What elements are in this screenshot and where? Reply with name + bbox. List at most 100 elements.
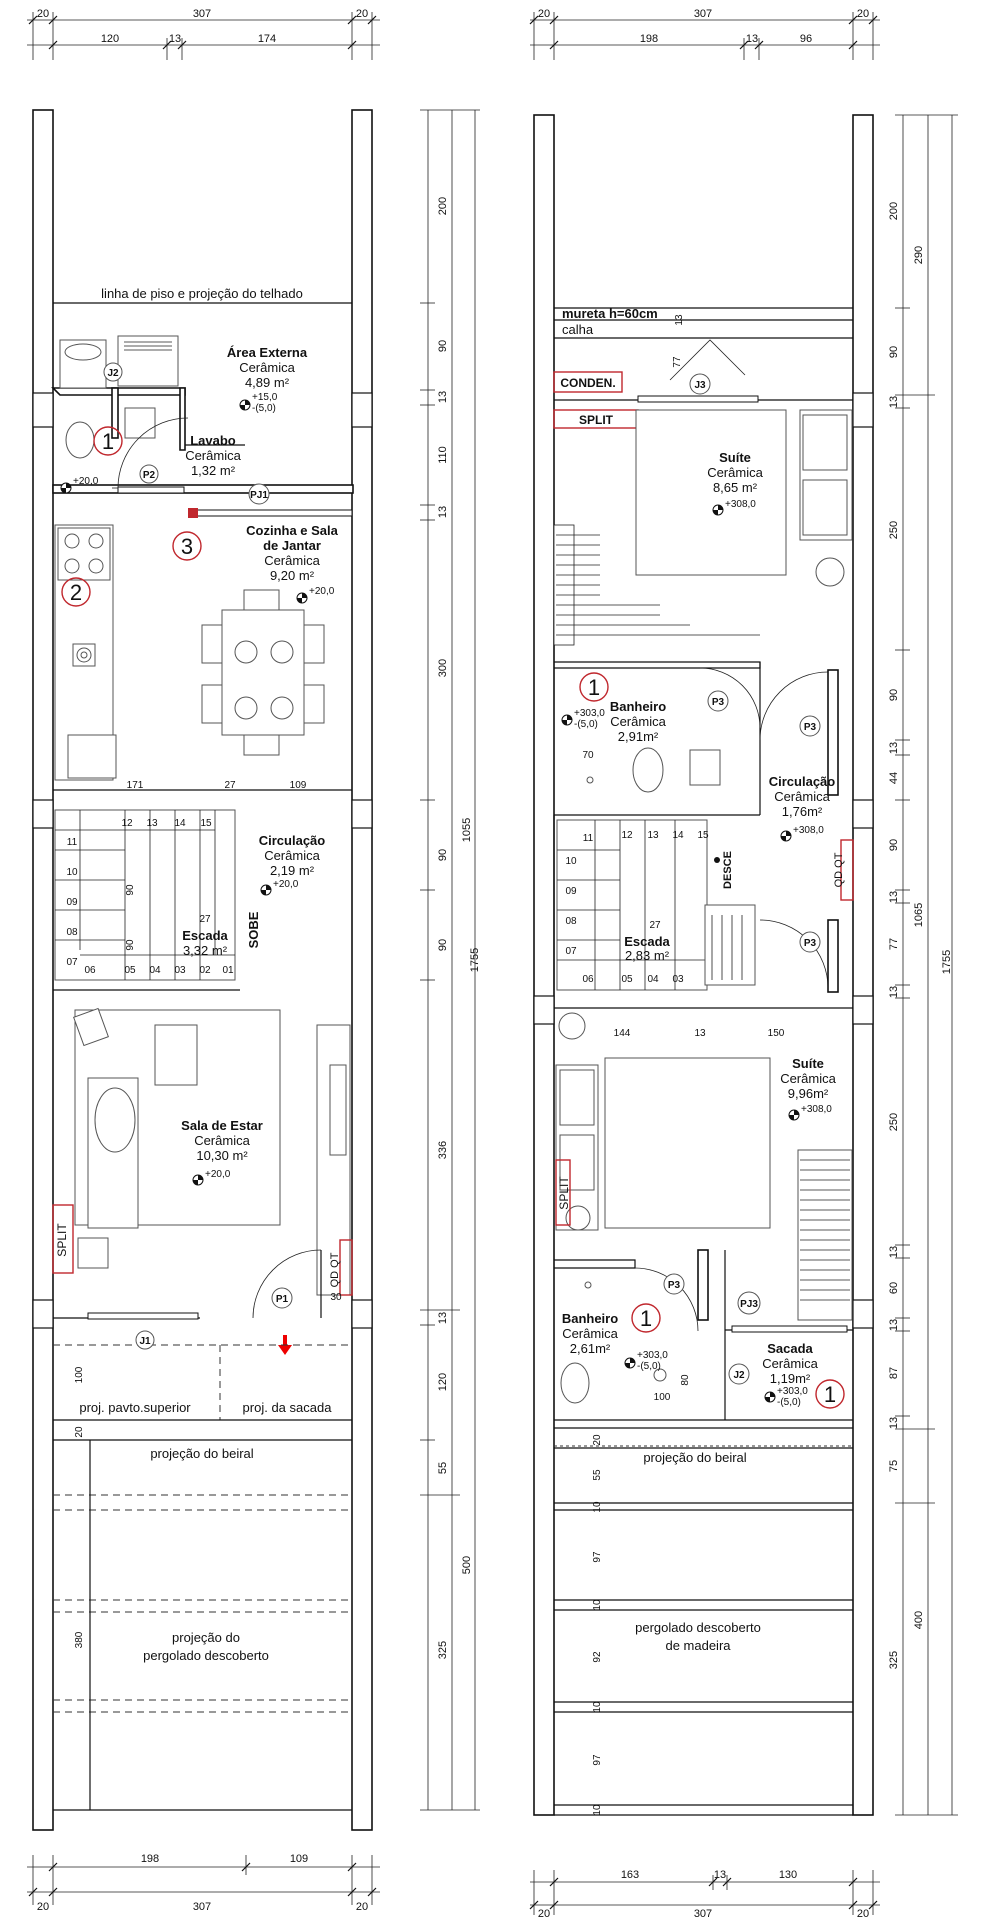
dim-label: 1065 [913,903,925,927]
svg-text:Cerâmica: Cerâmica [264,553,320,568]
right-top-dimensions [529,12,880,60]
right-vertical-dimensions [895,114,958,1816]
eave-projection-note: projeção do beiral [150,1446,253,1461]
dim-label: 13 [888,986,900,998]
dim-label: 13 [674,314,685,326]
dim-label: 1055 [461,818,473,842]
svg-text:Escada: Escada [182,928,228,943]
svg-text:+15,0: +15,0 [252,392,278,403]
left-stair-numbers: 12 13 14 15 11 10 09 08 07 06 05 04 03 0… [66,818,234,976]
stair-step: 07 [66,957,78,968]
svg-text:2,91m²: 2,91m² [618,729,659,744]
dim-label: 77 [672,356,683,368]
svg-text:Cerâmica: Cerâmica [264,848,320,863]
roof-line-note: linha de piso e projeção do telhado [101,286,303,301]
stair-dim: 90 [125,939,136,951]
door-tag: P3 [712,697,725,708]
svg-text:-(5,0): -(5,0) [637,1361,661,1372]
dim-label: 13 [714,1869,726,1881]
callout-marker: 1 [640,1306,652,1331]
svg-text:+20,0: +20,0 [309,586,335,597]
panel-label: QD QT [329,1252,341,1287]
dim-label: 163 [621,1869,639,1881]
stair-step: 09 [565,886,577,897]
door-tag: P1 [276,1294,289,1305]
svg-text:Cerâmica: Cerâmica [707,465,763,480]
dim-label: 27 [224,780,236,791]
stair-step: 04 [149,965,161,976]
dim-label: 90 [437,849,449,861]
dim-label: 44 [888,772,900,784]
door-tag: PJ1 [250,490,268,501]
pergola-note-upper-line1: pergolado descoberto [635,1620,761,1635]
balcony-projection-note: proj. da sacada [243,1400,333,1415]
svg-text:-(5,0): -(5,0) [252,403,276,414]
dim-label: 110 [437,446,449,464]
right-boundary-wall [351,109,373,1831]
dim-label: 13 [694,1028,706,1039]
dim-label: 10 [592,1804,603,1816]
dim-label: 400 [913,1611,925,1629]
upper-floor-plan: 20 307 20 198 13 96 mureta h=60cm calha … [529,8,958,1920]
gutter-note: calha [562,322,594,337]
dim-label: 20 [538,8,550,20]
dim-label: 150 [768,1028,785,1039]
dim-label: 120 [437,1373,449,1391]
door-tag: PJ3 [740,1299,758,1310]
window-tag: J3 [694,380,706,391]
stair-step: 15 [200,818,212,829]
right-bottom-dimensions [529,1870,880,1915]
dim-label: 90 [888,839,900,851]
svg-text:8,65 m²: 8,65 m² [713,480,758,495]
split-label: SPLIT [55,1223,69,1257]
dim-label: 13 [888,1246,900,1258]
panel-label-upper: QD QT [833,852,845,887]
dim-label: 198 [141,1853,159,1865]
dim-label: 97 [592,1551,603,1563]
stair-step: 14 [672,830,684,841]
condenser-marker [553,371,623,393]
dim-label: 1755 [941,950,953,974]
eave-projection-note-upper: projeção do beiral [643,1450,746,1465]
svg-text:2,61m²: 2,61m² [570,1341,611,1356]
svg-text:Cerâmica: Cerâmica [780,1071,836,1086]
dim-label: 109 [290,780,307,791]
window-tag: J2 [107,368,119,379]
dim-label: 100 [74,1366,85,1383]
window-tag: J1 [139,1336,151,1347]
stair-step: 08 [66,927,78,938]
svg-text:Cozinha e Sala: Cozinha e Sala [246,523,339,538]
dim-label: 307 [694,8,712,20]
svg-text:+308,0: +308,0 [793,825,824,836]
stair-step: 15 [697,830,709,841]
svg-text:Cerâmica: Cerâmica [762,1356,818,1371]
left-vertical-dimensions [420,109,480,1811]
dim-label: 325 [437,1641,449,1659]
svg-text:+303,0: +303,0 [574,708,605,719]
dim-label: 13 [888,891,900,903]
dim-label: 250 [888,521,900,539]
svg-text:Banheiro: Banheiro [610,699,666,714]
dim-label: 20 [857,8,869,20]
split-label-side: SPLIT [557,1176,571,1210]
dim-label: 100 [654,1392,671,1403]
dim-label: 92 [592,1651,603,1663]
pergola-note-line1: projeção do [172,1630,240,1645]
stair-step: 03 [174,965,186,976]
dim-label: 20 [857,1908,869,1920]
stair-step: 11 [583,833,594,844]
svg-text:Sala de Estar: Sala de Estar [181,1118,263,1133]
svg-text:+303,0: +303,0 [637,1350,668,1361]
dim-label: 60 [888,1282,900,1294]
stair-step: 03 [672,974,684,985]
stair-step: 02 [199,965,211,976]
dim-label: 20 [538,1908,550,1920]
dim-label: 70 [582,750,594,761]
svg-text:Circulação: Circulação [259,833,326,848]
room-area-externa: Área Externa Cerâmica 4,89 m² +15,0 -(5,… [227,345,308,414]
stair-step: 04 [647,974,659,985]
stair-step: 05 [124,965,136,976]
dim-label: 10 [592,1599,603,1611]
ground-floor-plan: 20 307 20 120 13 174 linha de piso e pro… [27,8,481,1913]
svg-text:4,89 m²: 4,89 m² [245,375,290,390]
